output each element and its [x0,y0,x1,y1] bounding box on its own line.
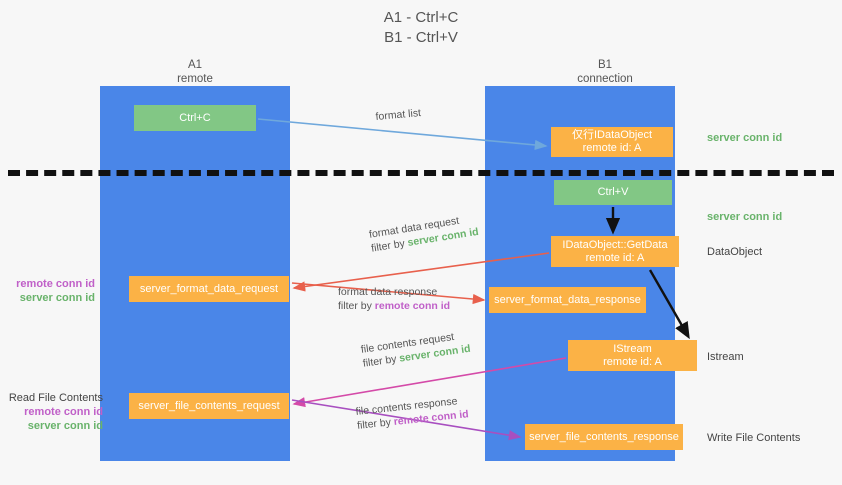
filter-by-prefix-3: filter by [362,352,401,370]
edge-label-format-data-response-text: format data response [338,286,438,298]
edge-label-file-contents-request: file contents request filter by server c… [360,328,471,371]
lane-a1-title: A1 [187,59,203,71]
box-server-file-contents-response-label: server_file_contents_response [529,430,679,443]
lane-b1-title: B1 [597,59,613,71]
edge-label-format-list-text: format list [375,107,422,123]
label-write-file-contents: Write File Contents [707,432,801,444]
box-idataobject-getdata[interactable]: IDataObject::GetData remote id: A [551,236,679,267]
box-server-format-data-request[interactable]: server_format_data_request [129,276,289,302]
box-ctrl-v-label: Ctrl+V [597,186,629,198]
box-server-file-contents-response[interactable]: server_file_contents_response [525,424,683,450]
edge-label-format-data-request: format data request filter by server con… [368,211,480,256]
filter-by-prefix-4: filter by [356,416,395,432]
label-read-file-contents: Read File Contents [8,392,103,404]
box-server-file-contents-request[interactable]: server_file_contents_request [129,393,289,419]
box-istream[interactable]: IStream remote id: A [568,340,697,371]
box-idataobject-line2: remote id: A [582,142,642,154]
edge-label-format-data-response: format data response filter by remote co… [338,285,450,313]
label-left-read-file-contents: Read File Contents remote conn id server… [0,391,103,433]
box-istream-line2: remote id: A [603,355,662,368]
diagram-title: A1 - Ctrl+C B1 - Ctrl+V [0,8,842,48]
filter-by-prefix-2: filter by [338,300,375,312]
label-server-conn-id-mid: server conn id [707,211,783,223]
box-getdata-line1: IDataObject::GetData [562,238,668,251]
label-istream: Istream [707,351,744,363]
box-idataobject[interactable]: 仅行IDataObject remote id: A [551,127,673,157]
filter-value-remote-conn-id-1: remote conn id [374,300,451,312]
title-line-2: B1 - Ctrl+V [384,29,458,46]
box-getdata-line2: remote id: A [585,251,645,264]
label-server-conn-id-2: server conn id [27,420,103,432]
label-remote-conn-id-2: remote conn id [24,406,103,418]
lane-header-b1: B1 connection [535,58,675,86]
edge-label-format-list: format list [375,106,422,124]
box-server-format-data-response-label: server_format_data_response [494,293,641,306]
edge-label-file-contents-response: file contents response filter by remote … [355,393,469,433]
title-line-1: A1 - Ctrl+C [383,9,459,26]
label-server-conn-id-top: server conn id [707,132,783,144]
label-server-conn-id-1: server conn id [19,292,95,304]
box-ctrl-c-label: Ctrl+C [179,111,211,124]
label-remote-conn-id-1: remote conn id [16,278,95,290]
box-server-format-data-response[interactable]: server_format_data_response [489,287,646,313]
lane-header-a1: A1 remote [125,58,265,86]
box-istream-line1: IStream [613,342,652,355]
box-ctrl-c[interactable]: Ctrl+C [134,105,256,131]
label-left-conn-ids-mid: remote conn id server conn id [0,277,95,305]
box-idataobject-line1: 仅行IDataObject [571,129,653,141]
phase-divider [8,170,834,176]
lane-a1-subtitle: remote [177,73,213,85]
label-dataobject: DataObject [707,246,763,258]
box-server-format-data-request-label: server_format_data_request [139,282,279,295]
lane-b1-subtitle: connection [577,73,633,85]
box-ctrl-v[interactable]: Ctrl+V [554,180,672,205]
box-server-file-contents-request-label: server_file_contents_request [138,399,280,412]
